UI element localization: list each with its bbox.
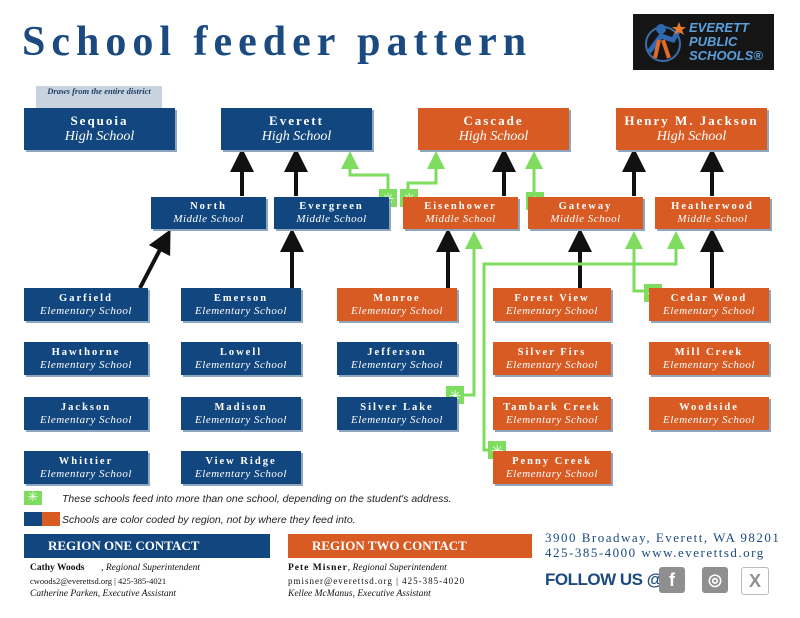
page-title: School feeder pattern bbox=[22, 19, 533, 65]
facebook-icon[interactable]: f bbox=[659, 567, 685, 593]
region-two-swatch bbox=[42, 512, 60, 526]
green-line-evergreen-to-everett bbox=[341, 151, 390, 197]
district-logo: EVERETT PUBLIC SCHOOLS® bbox=[633, 14, 774, 70]
region-one-heading: REGION ONE CONTACT bbox=[24, 534, 270, 558]
region-two-email-phone: pmisner@everettsd.org | 425-385-4020 bbox=[288, 576, 466, 586]
district-address: 3900 Broadway, Everett, WA 98201 425-385… bbox=[545, 530, 781, 560]
x-icon[interactable]: X bbox=[741, 567, 769, 595]
region-one-swatch bbox=[24, 512, 42, 526]
region-one-details: Cathy Woods , Regional Superintendent cw… bbox=[30, 563, 201, 599]
logo-figure-icon bbox=[645, 22, 686, 62]
legend-multi-feed: These schools feed into more than one sc… bbox=[62, 493, 452, 505]
legend-color-code: Schools are color coded by region, not b… bbox=[62, 514, 356, 526]
instagram-icon[interactable]: ◎ bbox=[702, 567, 728, 593]
region-two-details: Pete Misner, Regional Superintendent pmi… bbox=[288, 563, 466, 599]
green-line-silverlake-to-eisenhower bbox=[454, 231, 483, 397]
arrow-garfield-to-north bbox=[138, 229, 171, 289]
sequoia-note: Draws from the entire district bbox=[36, 86, 162, 108]
region-one-email-phone: cwoods2@everettsd.org | 425-385-4021 bbox=[30, 576, 167, 586]
multi-feed-legend-icon: ✳ bbox=[24, 491, 42, 505]
green-line-pennycreek-to-heatherwood bbox=[482, 231, 685, 452]
region-two-heading: REGION TWO CONTACT bbox=[288, 534, 532, 558]
follow-us-label: FOLLOW US @ bbox=[545, 570, 663, 589]
logo-text: EVERETT PUBLIC SCHOOLS® bbox=[689, 20, 763, 63]
